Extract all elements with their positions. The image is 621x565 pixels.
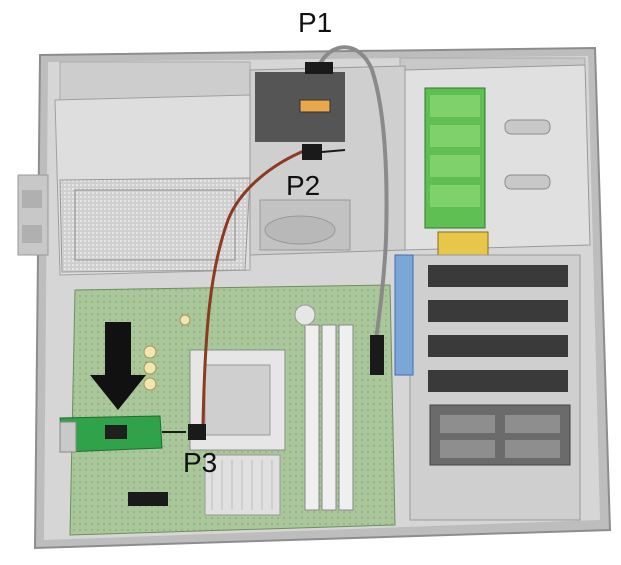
callout-labels: P1 P2 P3 (183, 7, 332, 478)
p3-connector (188, 424, 206, 440)
expansion-card (59, 415, 163, 453)
drive-cage (249, 65, 406, 256)
cable-end-connector (370, 335, 384, 375)
connectors (162, 62, 384, 440)
label-p2: P2 (286, 170, 320, 201)
drive-bay (404, 64, 591, 263)
label-p3: P3 (183, 447, 217, 478)
motherboard (69, 284, 396, 536)
expansion-slots (394, 254, 581, 521)
arrow-down-icon (90, 322, 146, 410)
p2-connector (302, 144, 322, 160)
p1-connector (305, 62, 333, 74)
power-supply (54, 94, 251, 276)
cables (201, 45, 389, 426)
label-p1: P1 (298, 7, 332, 38)
